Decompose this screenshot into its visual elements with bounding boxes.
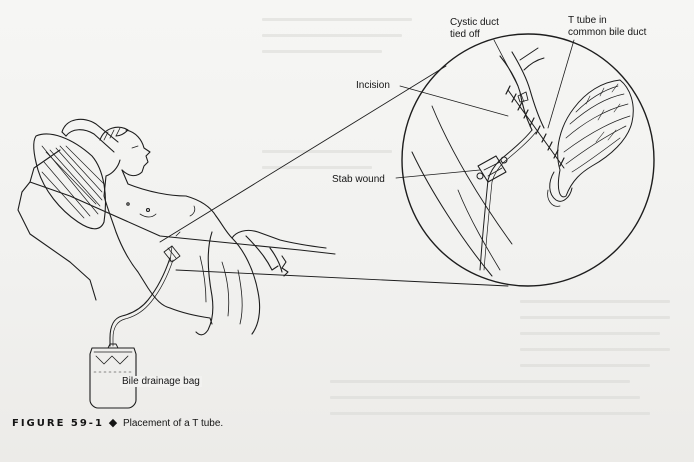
t-tube [479, 129, 533, 271]
magnified-inset [401, 33, 655, 287]
gallbladder-tissue [557, 79, 634, 198]
bleed-through-text [520, 364, 650, 367]
bleed-through-text [262, 34, 402, 37]
bleed-through-text [330, 396, 640, 399]
label-t-tube-line2: common bile duct [568, 27, 647, 38]
bleed-through-text [520, 332, 660, 335]
bed-mattress [17, 149, 336, 301]
label-cystic-duct-line2: tied off [450, 29, 480, 40]
patient-figure [61, 118, 327, 336]
bleed-through-text [262, 50, 382, 53]
label-t-tube-line1: T tube in [568, 15, 607, 26]
bleed-through-text [262, 166, 372, 169]
figure-number: FIGURE 59-1 [12, 418, 104, 429]
label-stab-wound: Stab wound [332, 174, 385, 185]
bleed-through-text [330, 380, 630, 383]
bleed-through-text [330, 412, 650, 415]
label-bile-drainage-bag: Bile drainage bag [120, 376, 202, 387]
bleed-through-text [520, 316, 670, 319]
bleed-through-text [262, 150, 392, 153]
pillow [33, 133, 107, 230]
label-incision: Incision [356, 80, 390, 91]
diamond-separator-icon: ◆ [108, 416, 118, 429]
stab-wound-connector [476, 155, 508, 183]
bile-drainage-bag [89, 343, 137, 409]
bleed-through-text [520, 348, 670, 351]
bleed-through-text [520, 300, 670, 303]
label-cystic-duct-line1: Cystic duct [450, 17, 499, 28]
incision-sutures [507, 89, 565, 169]
figure-caption: FIGURE 59-1 ◆ Placement of a T tube. [12, 416, 223, 429]
magnification-lines [159, 65, 509, 287]
drainage-tube [109, 257, 174, 347]
figure-title: Placement of a T tube. [122, 418, 224, 429]
bleed-through-text [262, 18, 412, 21]
label-leaders [395, 39, 575, 179]
